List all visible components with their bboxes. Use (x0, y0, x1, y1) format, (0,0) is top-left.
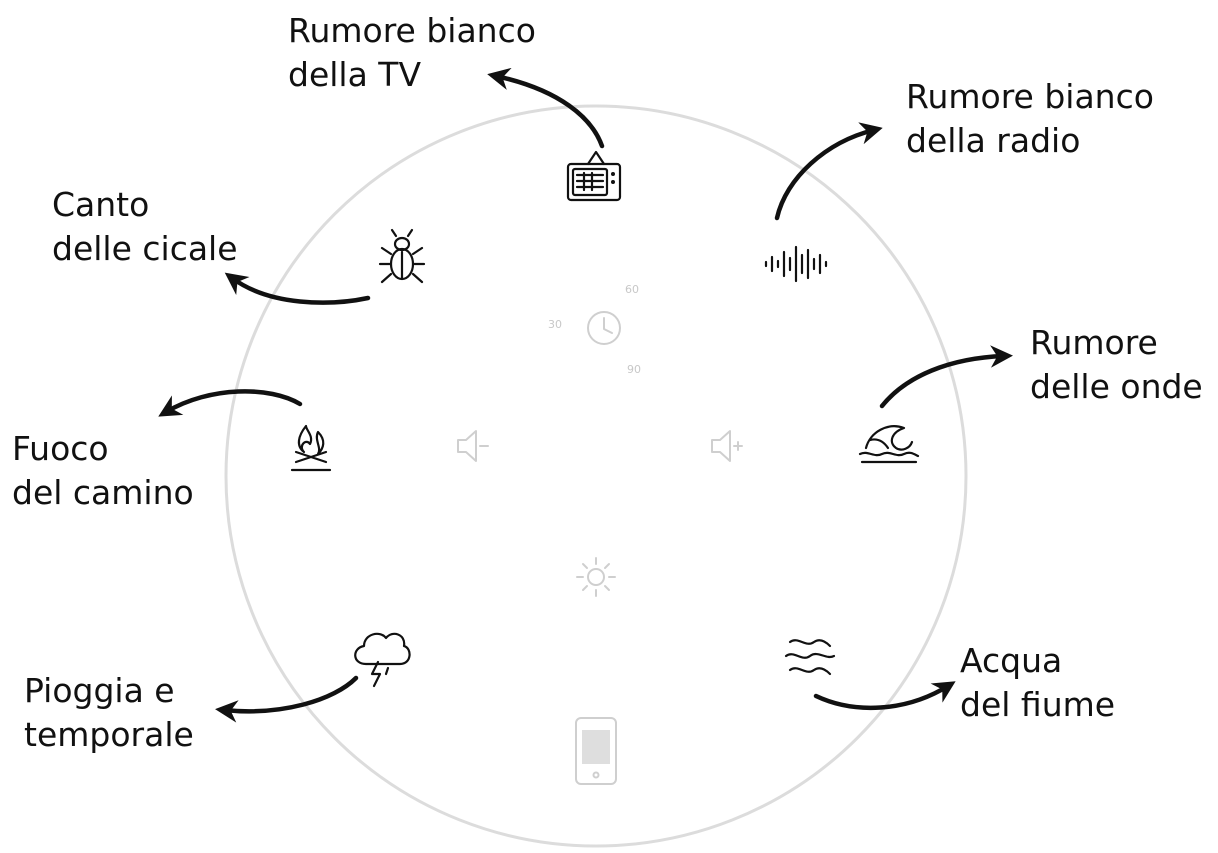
label-river: Acqua del fiume (960, 641, 1115, 724)
sound-wave-icon[interactable] (764, 245, 828, 283)
timer-option[interactable]: 60 (625, 283, 639, 296)
label-fire: Fuoco del camino (12, 429, 194, 512)
speaker-minus-icon (457, 430, 489, 462)
label-rain: Pioggia e temporale (24, 671, 194, 754)
arrow-radio (774, 122, 883, 221)
label-waves: Rumore delle onde (1030, 323, 1203, 406)
cicada-icon[interactable] (378, 228, 426, 284)
arrow-rain (215, 675, 359, 723)
timer-option[interactable]: 90 (627, 363, 641, 376)
label-line: Fuoco (12, 429, 109, 468)
label-line: temporale (24, 715, 194, 754)
label-line: Rumore (1030, 323, 1158, 362)
arrow-river (813, 681, 956, 711)
device-circle (224, 104, 968, 848)
label-line: della TV (288, 55, 421, 94)
river-water-icon[interactable] (784, 639, 836, 676)
phone-icon (575, 717, 617, 785)
light-button[interactable] (576, 557, 616, 597)
label-line: delle onde (1030, 367, 1203, 406)
clock-icon (587, 311, 621, 345)
speaker-plus-icon (711, 430, 743, 462)
label-line: del camino (12, 473, 194, 512)
timer-control[interactable]: 30 60 90 (548, 283, 641, 376)
label-tv: Rumore bianco della TV (288, 11, 536, 94)
sun-icon (576, 557, 616, 597)
arrow-waves (879, 345, 1013, 409)
label-cicadas: Canto delle cicale (52, 185, 238, 268)
label-line: Acqua (960, 641, 1062, 680)
label-line: Rumore bianco (288, 11, 536, 50)
arrow-tv (487, 67, 605, 149)
timer-option[interactable]: 30 (548, 318, 562, 331)
label-line: del fiume (960, 685, 1115, 724)
arrow-fire (158, 389, 303, 417)
label-line: della radio (906, 121, 1080, 160)
volume-up-button[interactable] (711, 430, 743, 462)
volume-down-button[interactable] (457, 430, 489, 462)
label-line: delle cicale (52, 229, 238, 268)
campfire-icon[interactable] (290, 424, 332, 472)
storm-cloud-icon[interactable] (354, 632, 411, 688)
label-radio: Rumore bianco della radio (906, 77, 1154, 160)
label-line: Pioggia e (24, 671, 175, 710)
tv-icon[interactable] (566, 150, 622, 202)
label-line: Canto (52, 185, 149, 224)
arrow-cicadas (224, 272, 371, 305)
label-line: Rumore bianco (906, 77, 1154, 116)
ocean-wave-icon[interactable] (858, 425, 920, 464)
